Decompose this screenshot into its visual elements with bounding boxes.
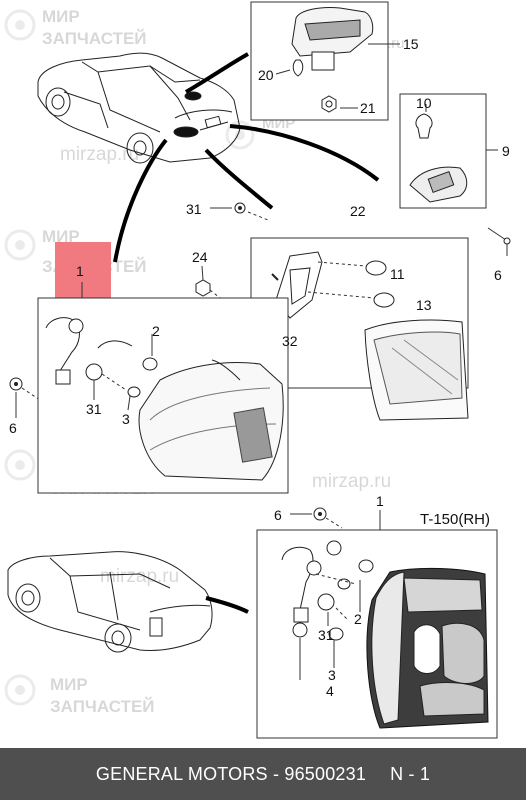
callout-2-top: 2 xyxy=(152,323,160,339)
callout-23: 24 xyxy=(192,249,208,265)
callout-13: 15 xyxy=(403,36,419,52)
box-tail-lamp-lh xyxy=(37,282,289,494)
callout-15: 21 xyxy=(360,100,376,116)
footer-position: N - 1 xyxy=(390,763,431,784)
callout-labels: 15 20 21 10 9 31 22 24 1 11 6 13 2 32 31… xyxy=(9,36,510,699)
highlight-box xyxy=(55,242,111,300)
car-top-illustration xyxy=(37,52,241,164)
callout-32: 32 xyxy=(282,333,298,349)
parts-diagram: МИР ЗАПЧАСТЕЙ МИР ЗАПЧАСТЕЙ МИР ЗАПЧАСТЕ… xyxy=(4,1,511,739)
box-high-mount-light xyxy=(250,1,400,121)
callout-24: 31 xyxy=(186,201,202,217)
box-license-light xyxy=(399,93,498,209)
footer-bar: GENERAL MOTORS - 96500231 N - 1 xyxy=(0,748,526,800)
callout-1-top: 1 xyxy=(76,263,84,279)
screw-11 xyxy=(487,227,511,256)
svg-text:ЗАПЧАСТЕЙ: ЗАПЧАСТЕЙ xyxy=(50,697,155,716)
callout-22: 13 xyxy=(416,297,432,313)
callout-1-bottom: 1 xyxy=(376,493,384,509)
callout-21: 11 xyxy=(390,266,405,282)
svg-text:mirzap.ru: mirzap.ru xyxy=(312,471,391,492)
callout-31-bottom: 31 xyxy=(318,627,334,643)
svg-text:mirzap.ru: mirzap.ru xyxy=(60,144,139,165)
leader-curves xyxy=(113,52,380,614)
callout-14: 20 xyxy=(258,67,274,83)
car-bottom-illustration xyxy=(7,551,213,653)
svg-text:МИР: МИР xyxy=(50,675,88,694)
callout-6-top: 6 xyxy=(9,420,17,436)
callout-31-top: 31 xyxy=(86,401,102,417)
box-tail-lamp-rh xyxy=(256,507,498,739)
variant-label: T-150(RH) xyxy=(420,511,490,528)
callout-9: 9 xyxy=(502,143,510,159)
callout-20: 22 xyxy=(350,203,366,219)
callout-4: 4 xyxy=(326,683,334,699)
footer-separator: - xyxy=(272,763,280,784)
footer-part-number: 96500231 xyxy=(284,763,367,784)
watermark-logo-top: МИР ЗАПЧАСТЕЙ xyxy=(4,7,147,48)
callout-10: 10 xyxy=(416,95,432,111)
callout-6-bottom: 6 xyxy=(274,507,282,523)
callout-11: 6 xyxy=(494,267,502,283)
callout-3-bottom: 3 xyxy=(328,667,336,683)
svg-text:mirzap.ru: mirzap.ru xyxy=(100,566,179,587)
callout-2-bottom: 2 xyxy=(354,611,362,627)
clip-parts xyxy=(9,202,269,418)
callout-3-top: 3 xyxy=(122,411,130,427)
footer-manufacturer: GENERAL MOTORS xyxy=(95,763,268,784)
watermark-logo-bottom: МИР ЗАПЧАСТЕЙ xyxy=(4,674,155,716)
svg-text:МИР: МИР xyxy=(42,227,80,246)
svg-text:МИР: МИР xyxy=(42,7,80,26)
svg-text:ЗАПЧАСТЕЙ: ЗАПЧАСТЕЙ xyxy=(42,29,147,48)
